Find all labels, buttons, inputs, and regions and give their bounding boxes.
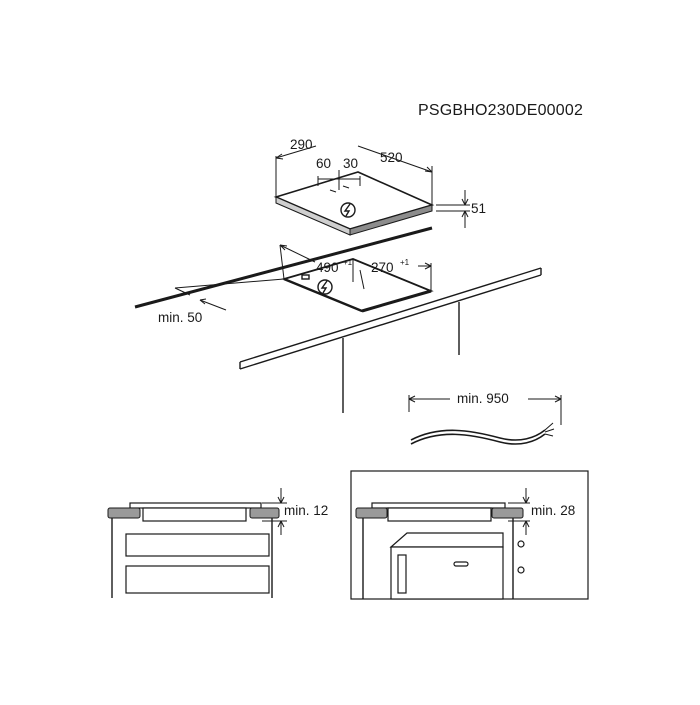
cutout-depth-label: 270 [371,260,394,275]
oven-body [390,546,504,600]
clearance-left-label: min. 12 [284,503,328,518]
min-edge-distance-label: min. 50 [158,310,202,325]
installation-left: min. 12 [107,488,328,598]
hob-unit [273,171,435,236]
worktop [134,226,542,413]
hob-top-face [273,171,435,230]
worktop-front-edge [239,267,542,363]
installation-right: min. 28 [350,470,589,600]
hob-side-edge [349,204,433,236]
worktop-back-edge [134,226,433,309]
hob-mark [329,189,337,193]
lightning-bolt-icon [317,279,333,295]
hob-left-offset-label: 60 [316,156,331,171]
power-cable: min. 950 [408,391,562,445]
worktop-left-part [355,507,388,519]
oven-handle [453,561,469,567]
drawer-1 [125,533,270,557]
cutout-width-tolerance: +1 [343,258,353,267]
clearance-right-label: min. 28 [531,503,575,518]
oven-top [389,532,504,548]
worktop-right-part [491,507,524,519]
connector-box [301,274,310,280]
hob-glass-right [371,502,506,509]
cable-length-label: min. 950 [457,391,509,406]
cutout-depth-tolerance: +1 [400,258,410,267]
worktop-right-part [249,507,280,519]
hob-glass-left [129,502,262,509]
cutout [281,258,434,313]
hob-height-label: 51 [471,201,486,216]
hob-depth-label: 290 [290,137,313,152]
hob-right-offset-label: 30 [343,156,358,171]
hob-mark [342,185,350,189]
reference-code: PSGBHO230DE00002 [418,102,583,119]
cutout-dimension-lines: 490 +1 270 +1 min. 50 [158,244,432,325]
drawer-2 [125,565,270,594]
hob-body-right [387,507,492,522]
lightning-bolt-icon [340,202,356,218]
hob-body-left [142,507,247,522]
hob-dimension-lines: 290 520 60 30 51 [275,137,486,228]
worktop-left-part [107,507,141,519]
hob-width-label: 520 [380,150,403,165]
cutout-width-label: 490 [316,260,339,275]
